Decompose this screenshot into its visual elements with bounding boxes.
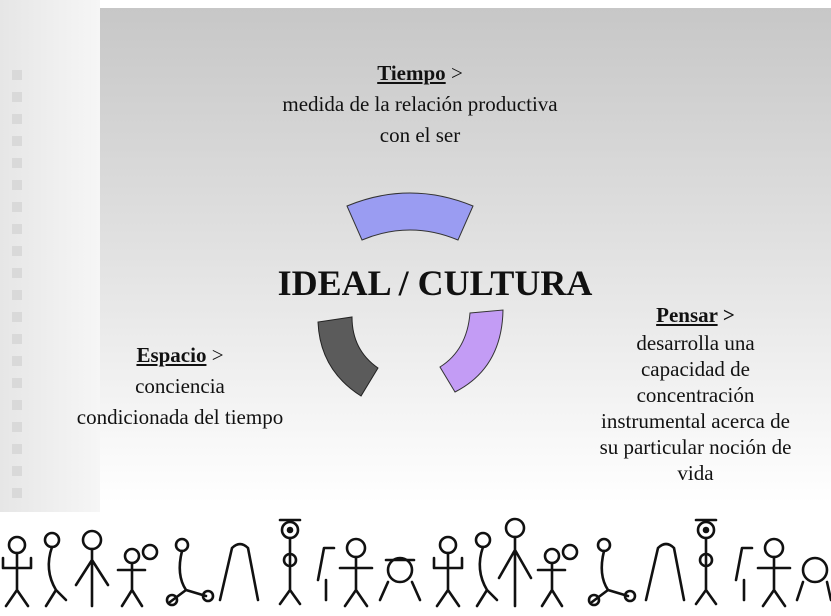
tiempo-line-1: medida de la relación productiva	[282, 92, 558, 116]
espacio-line-2: condicionada del tiempo	[76, 405, 284, 429]
pensar-line-5: su particular noción de	[599, 435, 792, 459]
arc-segment-left	[317, 316, 379, 397]
tiempo-block: Tiempo > medida de la relación productiv…	[200, 58, 640, 151]
pensar-line-6: vida	[677, 461, 714, 485]
espacio-heading-line: Espacio >	[20, 340, 340, 371]
pensar-line-2: capacidad de	[640, 357, 750, 381]
pensar-arrow: >	[717, 303, 735, 327]
tiempo-line-2: con el ser	[379, 123, 461, 147]
filmstrip-squares	[12, 70, 22, 498]
center-title: IDEAL / CULTURA	[277, 263, 593, 303]
pensar-heading-line: Pensar >	[560, 302, 831, 328]
tiempo-heading: Tiempo	[377, 61, 446, 85]
stick-figures-border	[1, 517, 831, 608]
pensar-line-1: desarrolla una	[636, 331, 755, 355]
pensar-line-4: instrumental acerca de	[601, 409, 790, 433]
espacio-line-1: conciencia	[135, 374, 225, 398]
tiempo-arrow: >	[445, 61, 463, 85]
pensar-block: Pensar > desarrolla una capacidad de con…	[560, 302, 831, 486]
tiempo-heading-line: Tiempo >	[200, 58, 640, 89]
arc-segment-right	[439, 309, 504, 393]
pensar-line-3: concentración	[636, 383, 755, 407]
arc-segment-top	[346, 192, 474, 241]
espacio-arrow: >	[206, 343, 224, 367]
pensar-heading: Pensar	[656, 303, 718, 327]
espacio-block: Espacio > conciencia condicionada del ti…	[20, 340, 340, 433]
espacio-heading: Espacio	[136, 343, 207, 367]
